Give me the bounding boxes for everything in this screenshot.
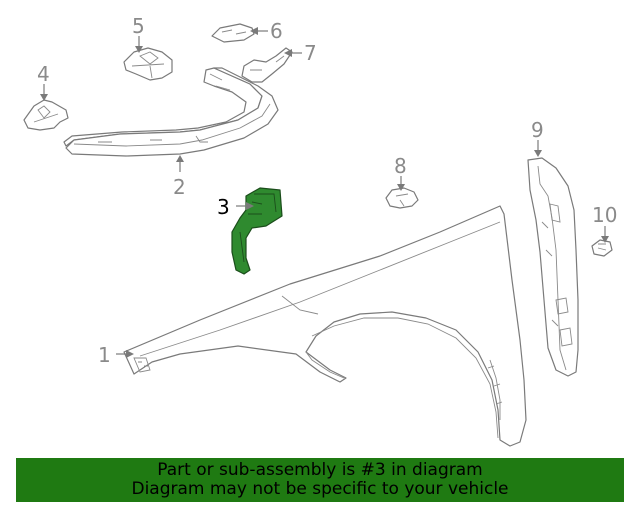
- part-info-banner: Part or sub-assembly is #3 in diagram Di…: [16, 458, 624, 502]
- part-9-panel[interactable]: [527, 157, 579, 377]
- part-7-brace[interactable]: [241, 47, 293, 83]
- callout-1: 1: [98, 343, 111, 367]
- part-6-bracket[interactable]: [211, 23, 255, 43]
- part-5-bracket[interactable]: [123, 47, 173, 81]
- callout-9: 9: [531, 118, 544, 142]
- part-4-bracket[interactable]: [23, 99, 69, 131]
- part-8-bracket[interactable]: [385, 187, 419, 209]
- callout-10: 10: [592, 203, 617, 227]
- callout-7: 7: [304, 41, 317, 65]
- part-10-bolt[interactable]: [591, 239, 613, 257]
- callout-3: 3: [217, 195, 230, 219]
- callout-6: 6: [270, 19, 283, 43]
- banner-line-1: Part or sub-assembly is #3 in diagram: [157, 460, 483, 480]
- callout-8: 8: [394, 154, 407, 178]
- callout-4: 4: [37, 62, 50, 86]
- part-2-upper-rail[interactable]: [63, 67, 279, 157]
- leader-lines: [40, 27, 609, 358]
- banner-line-2: Diagram may not be specific to your vehi…: [131, 479, 509, 499]
- callout-2: 2: [173, 175, 186, 199]
- part-3-highlighted[interactable]: [231, 187, 283, 275]
- part-1-fender[interactable]: [123, 205, 527, 447]
- callout-5: 5: [132, 14, 145, 38]
